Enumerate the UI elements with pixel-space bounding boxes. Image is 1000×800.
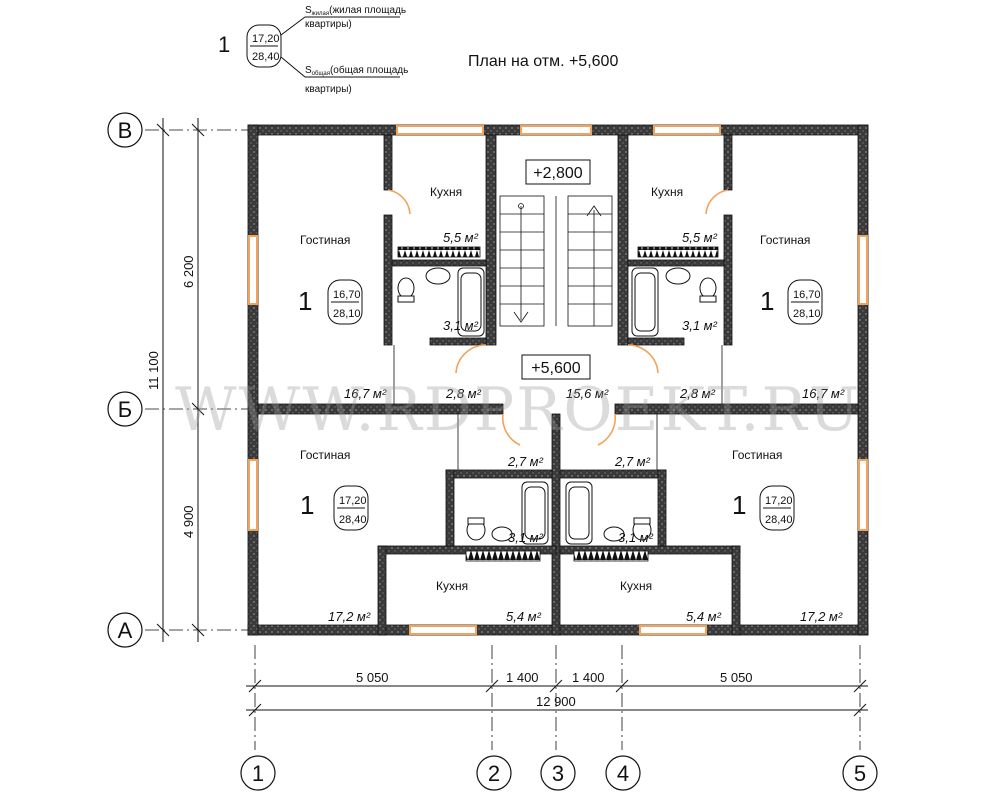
- area-ur-hall: 2,8 м²: [679, 386, 716, 401]
- vertical-dimensions: [156, 118, 205, 642]
- room-living-ul: Гостиная: [300, 233, 350, 247]
- area-labels: 5,5 м² 3,1 м² 16,7 м² 2,8 м² 5,5 м² 3,1 …: [328, 230, 845, 624]
- room-kitchen-ur: Кухня: [651, 185, 683, 199]
- level-stair-top: +2,800: [533, 165, 582, 182]
- room-kitchen-ul: Кухня: [430, 185, 462, 199]
- dim-vertical-lower: 4 900: [181, 505, 196, 538]
- legend: 1 17,20 28,40 Sжилая(жилая площадь кварт…: [218, 5, 408, 95]
- walls: [247, 124, 869, 636]
- legend-living-label: Sжилая(жилая площадь: [305, 5, 406, 17]
- legend-total-label-2: квартиры): [305, 84, 352, 95]
- axis-col-3: 3: [552, 761, 564, 786]
- dim-vertical-upper: 6 200: [181, 255, 196, 288]
- area-ul-kitchen: 5,5 м²: [443, 230, 479, 245]
- svg-text:1: 1: [300, 490, 314, 520]
- svg-text:1: 1: [732, 490, 746, 520]
- area-corridor: 15,6 м²: [566, 386, 609, 401]
- svg-text:28,40: 28,40: [339, 514, 367, 526]
- legend-total-value: 28,40: [252, 51, 280, 63]
- level-landing: +5,600: [531, 360, 580, 377]
- apartment-marker-ll: 1 17,20 28,40: [300, 485, 369, 531]
- svg-text:16,70: 16,70: [793, 289, 821, 301]
- dim-h-total: 12 900: [536, 694, 576, 709]
- axis-row-v: В: [118, 118, 133, 143]
- level-box-top: [525, 159, 591, 185]
- room-living-ur: Гостиная: [760, 233, 810, 247]
- svg-text:1: 1: [760, 286, 774, 316]
- windows: [248, 125, 868, 635]
- area-ul-living: 16,7 м²: [344, 386, 387, 401]
- svg-text:28,10: 28,10: [333, 308, 361, 320]
- room-living-lr: Гостиная: [732, 448, 782, 462]
- area-ur-kitchen: 5,5 м²: [682, 230, 718, 245]
- svg-text:28,10: 28,10: [793, 308, 821, 320]
- axis-col-2: 2: [488, 761, 500, 786]
- thin-lines: [393, 345, 723, 470]
- plan-title: План на отм. +5,600: [468, 53, 618, 70]
- dim-h-3-4: 1 400: [572, 670, 605, 685]
- area-ll-bath: 3,1 м²: [508, 530, 544, 545]
- level-box-landing: [521, 354, 591, 380]
- dim-h-4-5: 5 050: [720, 670, 753, 685]
- area-ur-living: 16,7 м²: [802, 386, 845, 401]
- doors: [387, 189, 729, 446]
- svg-text:1: 1: [298, 286, 312, 316]
- axis-row-a: А: [118, 618, 133, 643]
- watermark: WWW.RDPROEKT.RU: [175, 375, 861, 445]
- area-ur-bath: 3,1 м²: [682, 318, 718, 333]
- legend-number: 1: [218, 32, 230, 57]
- apartment-marker-ur: 1 16,70 28,10: [760, 279, 823, 325]
- dim-vertical-total: 11 100: [146, 351, 161, 390]
- fixtures: [397, 267, 717, 545]
- radiators: [397, 246, 719, 562]
- legend-living-value: 17,20: [252, 33, 280, 45]
- room-kitchen-ll: Кухня: [436, 579, 468, 593]
- axis-col-1: 1: [252, 761, 264, 786]
- area-lr-bath: 3,1 м²: [618, 530, 654, 545]
- row-axes: В Б А: [107, 112, 143, 648]
- axis-col-4: 4: [617, 761, 629, 786]
- area-ll-living: 17,2 м²: [328, 609, 371, 624]
- area-lr-hall: 2,7 м²: [614, 454, 651, 469]
- area-ul-bath: 3,1 м²: [443, 318, 479, 333]
- area-ll-hall: 2,7 м²: [507, 454, 544, 469]
- axis-col-5: 5: [854, 761, 866, 786]
- axis-row-b: Б: [118, 397, 132, 422]
- room-kitchen-lr: Кухня: [620, 579, 652, 593]
- svg-text:28,40: 28,40: [765, 514, 793, 526]
- apartment-marker-ul: 1 16,70 28,10: [298, 279, 363, 325]
- apartment-marker-lr: 1 17,20 28,40: [732, 485, 795, 531]
- area-lr-living: 17,2 м²: [800, 609, 843, 624]
- stairs: [499, 195, 613, 327]
- svg-text:17,20: 17,20: [339, 495, 367, 507]
- dim-h-2-3: 1 400: [506, 670, 539, 685]
- area-ul-hall: 2,8 м²: [445, 386, 482, 401]
- svg-text:17,20: 17,20: [765, 495, 793, 507]
- col-axes: 1 2 3 4 5: [240, 755, 878, 791]
- dim-h-1-2: 5 050: [356, 670, 389, 685]
- legend-living-label-2: квартиры): [305, 19, 352, 30]
- area-lr-kitchen: 5,4 м²: [686, 609, 722, 624]
- svg-text:16,70: 16,70: [333, 289, 361, 301]
- legend-total-label: Sобщая(общая площадь: [305, 64, 408, 77]
- room-living-ll: Гостиная: [300, 448, 350, 462]
- horizontal-dimensions: [246, 679, 868, 717]
- area-ll-kitchen: 5,4 м²: [506, 609, 542, 624]
